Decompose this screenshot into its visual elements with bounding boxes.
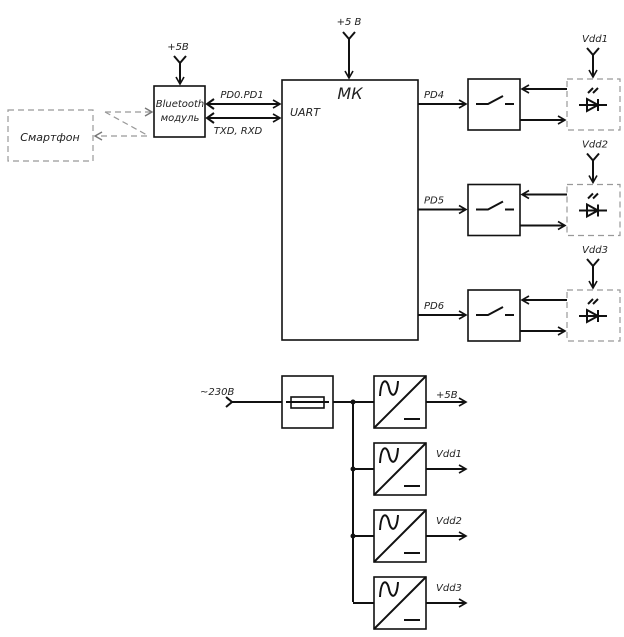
bluetooth-label-1: Bluetooth	[156, 99, 205, 110]
mains-input-label: ~230В	[200, 387, 234, 398]
bus-bottom-label: TXD, RXD	[214, 126, 263, 137]
supply-arrow	[587, 258, 599, 288]
switch-icon	[476, 200, 514, 211]
smartphone-label: Смартфон	[20, 131, 79, 144]
converter-output-label: Vdd2	[436, 516, 462, 527]
ac-dc-converter-3: Vdd2	[350, 509, 468, 563]
ac-icon	[379, 447, 399, 464]
port-label: PD4	[424, 90, 444, 101]
ac-dc-converter-4: Vdd3	[353, 576, 468, 630]
led-icon	[579, 308, 607, 324]
uart-label: UART	[290, 106, 321, 119]
supply-arrow	[587, 47, 599, 77]
ac-icon	[379, 380, 399, 397]
led-block	[566, 78, 621, 131]
wireless-link	[93, 107, 154, 141]
supply-label: Vdd2	[582, 140, 608, 151]
fuse-block	[281, 375, 334, 429]
mcu-power-arrow	[343, 31, 355, 78]
converter-output-label: Vdd1	[436, 449, 462, 460]
mcu-power-label: +5 В	[337, 17, 362, 28]
channel-1: PD4 Vdd1	[418, 34, 621, 131]
switch-block	[467, 78, 521, 131]
supply-label: Vdd3	[582, 245, 608, 256]
mcu-block: МК UART	[281, 79, 419, 341]
mains-input-arrow	[225, 396, 234, 408]
ac-icon	[379, 514, 399, 531]
led-block	[566, 289, 621, 342]
bluetooth-label-2: модуль	[161, 113, 200, 124]
ac-dc-converter-2: Vdd1	[350, 442, 468, 496]
switch-icon	[476, 306, 514, 316]
bus-top-label: PD0.PD1	[220, 90, 263, 101]
led-icon	[579, 202, 607, 219]
smartphone-block: Смартфон	[7, 109, 94, 162]
converter-output-label: +5В	[436, 390, 458, 401]
supply-label: Vdd1	[582, 34, 608, 45]
converter-output-label: Vdd3	[436, 583, 462, 594]
led-icon	[579, 97, 607, 113]
port-label: PD5	[424, 196, 444, 207]
channel-2: PD5 Vdd2	[418, 140, 621, 237]
ac-icon	[379, 581, 399, 598]
port-label: PD6	[424, 301, 444, 312]
supply-arrow	[587, 152, 599, 183]
channel-3: PD6 Vdd3	[418, 245, 621, 342]
uart-bus	[205, 98, 282, 124]
bluetooth-module: Bluetooth модуль	[153, 85, 206, 138]
ac-dc-converter-1: +5В	[350, 375, 468, 429]
bt-power-arrow	[174, 55, 186, 84]
led-block	[566, 183, 621, 237]
switch-block	[467, 183, 521, 237]
bt-power-label: +5В	[167, 42, 189, 53]
switch-block	[467, 289, 521, 342]
switch-icon	[476, 95, 514, 105]
mcu-label: МК	[337, 84, 363, 103]
